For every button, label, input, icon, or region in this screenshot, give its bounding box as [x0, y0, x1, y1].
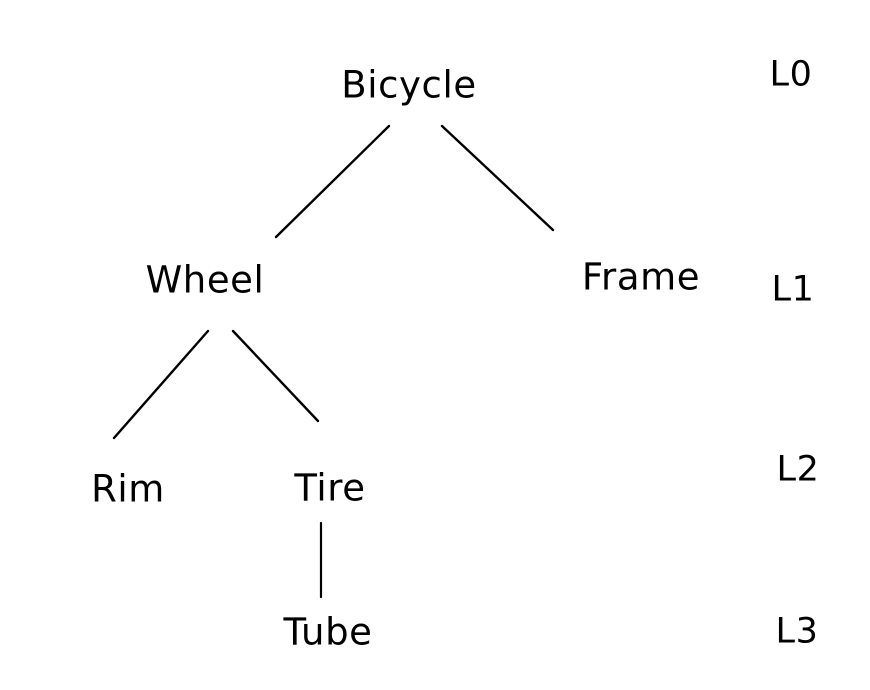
edge-wheel-rim: [112, 329, 210, 440]
node-tire: Tire: [294, 466, 366, 510]
node-wheel: Wheel: [145, 258, 265, 302]
level-label-l3: L3: [775, 611, 819, 652]
node-frame: Frame: [581, 255, 701, 299]
level-label-l2: L2: [776, 449, 820, 490]
edge-wheel-tire: [231, 329, 320, 423]
node-tube: Tube: [283, 610, 373, 654]
edge-bicycle-wheel: [274, 124, 391, 239]
level-label-l0: L0: [769, 54, 813, 95]
node-rim: Rim: [91, 467, 165, 511]
level-label-l1: L1: [771, 269, 815, 310]
node-bicycle: Bicycle: [341, 63, 477, 107]
edge-bicycle-frame: [440, 124, 555, 232]
